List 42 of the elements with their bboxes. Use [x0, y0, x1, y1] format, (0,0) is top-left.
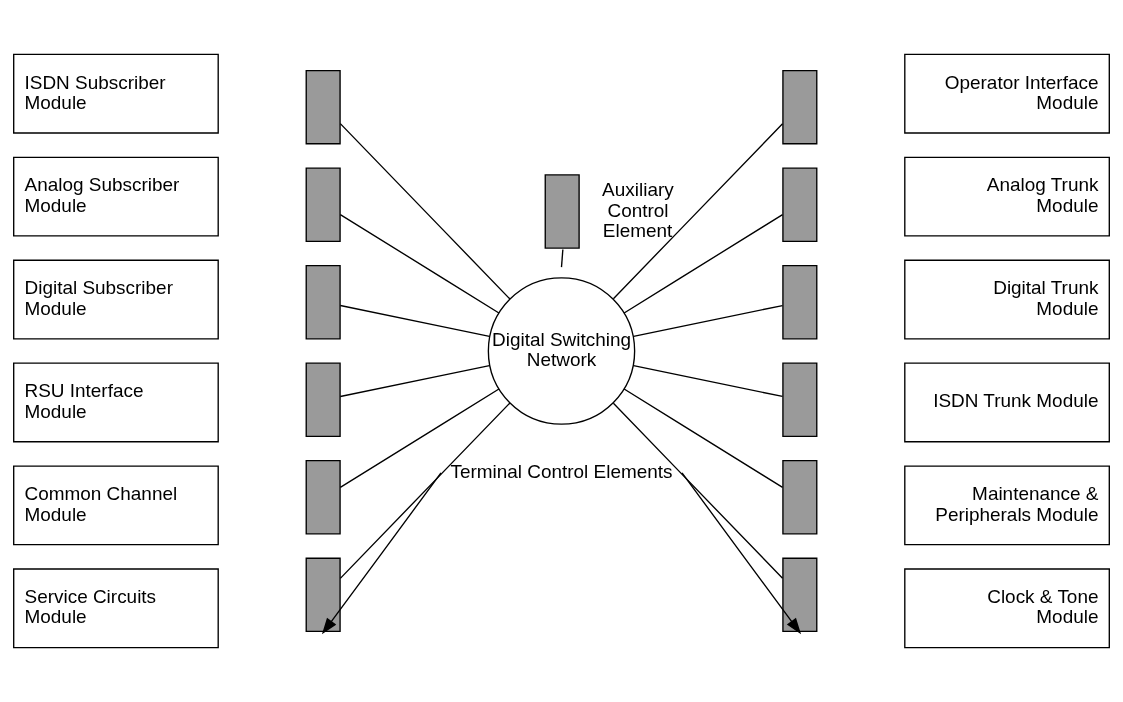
node-box — [782, 265, 818, 340]
node-box: Service Circuits Module — [13, 568, 219, 649]
node-box: ISDN Subscriber Module — [13, 53, 219, 134]
node-box: Digital Trunk Module — [904, 259, 1110, 340]
node-box — [782, 70, 818, 145]
connector — [339, 388, 500, 489]
arrow — [321, 472, 442, 635]
node-box — [305, 70, 341, 145]
node-box: ISDN Trunk Module — [904, 362, 1110, 443]
node-box — [305, 362, 341, 437]
node-box: Digital Subscriber Module — [13, 259, 219, 340]
connector — [339, 304, 491, 338]
connector — [339, 402, 511, 580]
arrow — [681, 472, 802, 635]
connector — [612, 402, 784, 579]
node-box: RSU Interface Module — [13, 362, 219, 443]
node-box: Operator Interface Module — [904, 53, 1110, 134]
node-box — [782, 167, 818, 242]
connector — [560, 248, 564, 268]
node-box: Analog Subscriber Module — [13, 156, 219, 237]
connector — [612, 123, 784, 300]
connector — [632, 364, 784, 398]
node-box — [782, 460, 818, 535]
node-box: Clock & Tone Module — [904, 568, 1110, 649]
node-box — [305, 265, 341, 340]
node-box: Common Channel Module — [13, 465, 219, 546]
node-label: Auxiliary Control Element — [602, 179, 674, 241]
connector — [632, 304, 784, 338]
node-box: Analog Trunk Module — [904, 156, 1110, 237]
node-box — [782, 362, 818, 437]
node-circle: Digital Switching Network — [487, 277, 636, 425]
node-box — [305, 460, 341, 535]
node-box — [305, 167, 341, 242]
connector — [339, 213, 500, 314]
connector — [339, 364, 491, 398]
node-text: Terminal Control Elements — [450, 460, 673, 482]
connector — [623, 388, 784, 489]
node-box: Maintenance & Peripherals Module — [904, 465, 1110, 546]
connector — [623, 213, 784, 314]
connector — [339, 122, 511, 300]
node-box — [305, 557, 341, 632]
node-box — [782, 557, 818, 632]
